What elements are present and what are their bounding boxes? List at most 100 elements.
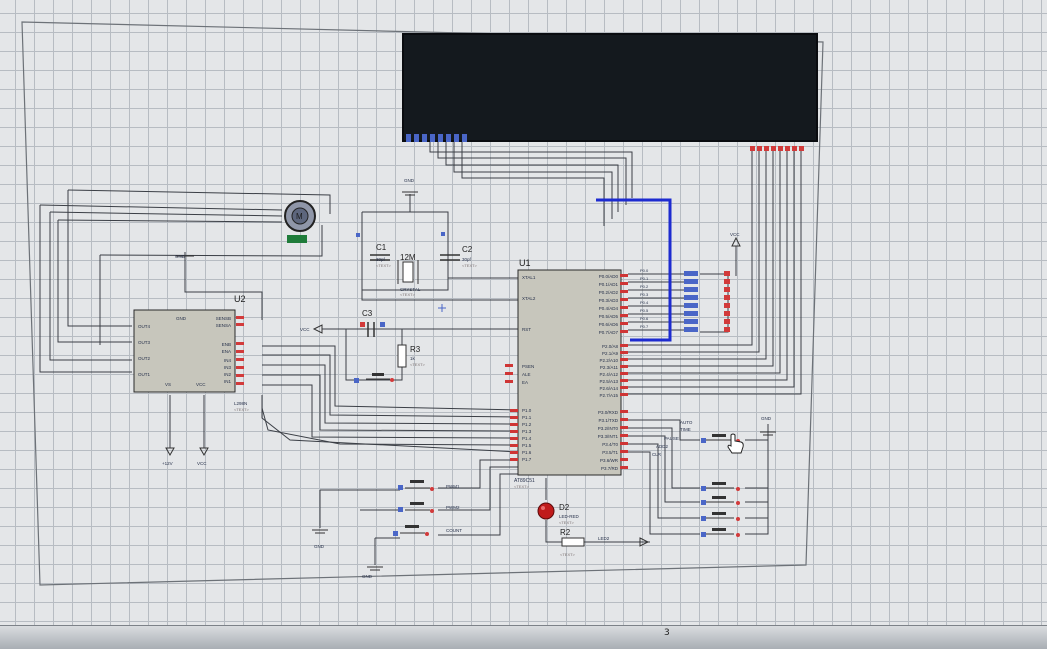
svg-text:ENB: ENB [222, 342, 231, 347]
svg-text:CLR: CLR [652, 452, 662, 457]
svg-text:C3: C3 [362, 309, 373, 318]
page-indicator: 3 [664, 628, 670, 638]
reset-button[interactable] [354, 373, 394, 383]
svg-text:GND: GND [175, 254, 186, 259]
svg-text:P2.7/A15: P2.7/A15 [599, 393, 618, 398]
dc-motor[interactable]: M [284, 200, 316, 243]
svg-text:IN4: IN4 [224, 358, 232, 363]
gnd-symbol-switches-1: GND [312, 529, 328, 549]
svg-text:PAUSE: PAUSE [664, 436, 679, 441]
svg-text:IN2: IN2 [224, 372, 232, 377]
svg-text:R3: R3 [410, 345, 421, 354]
svg-text:ALE: ALE [522, 372, 531, 377]
svg-text:XTAL1: XTAL1 [522, 275, 536, 280]
gnd-symbol-u2: GND [175, 254, 194, 259]
crosshair-marker [438, 304, 446, 312]
svg-text:SENSA: SENSA [216, 323, 231, 328]
svg-text:LED-RED: LED-RED [559, 514, 580, 519]
svg-text:VCC: VCC [300, 327, 310, 332]
gnd-symbol-switches-2: GND [362, 566, 383, 579]
u2-part: L298N [234, 401, 247, 406]
key-time[interactable]: TIME [680, 427, 740, 491]
svg-text:EA: EA [522, 380, 528, 385]
svg-text:P3.3/INT1: P3.3/INT1 [598, 434, 619, 439]
svg-text:P0.3: P0.3 [640, 292, 649, 297]
svg-text:P0.7/AD7: P0.7/AD7 [599, 330, 619, 335]
svg-text:<TEXT>: <TEXT> [559, 520, 575, 525]
resistor-r2[interactable]: R2 <TEXT> LED2 [560, 528, 650, 557]
svg-text:P0.6: P0.6 [640, 316, 649, 321]
switch-pwm1[interactable]: PWM1 [398, 480, 460, 491]
crystal-part: CRYSTAL [400, 287, 421, 292]
svg-text:OUT4: OUT4 [138, 324, 150, 329]
selected-wire[interactable] [596, 198, 672, 342]
svg-text:<TEXT>: <TEXT> [400, 292, 416, 297]
crystal-oscillator[interactable]: 12M CRYSTAL <TEXT> [397, 253, 421, 297]
svg-text:P2.6/A14: P2.6/A14 [599, 386, 618, 391]
svg-text:R2: R2 [560, 528, 571, 537]
svg-text:P1.2: P1.2 [522, 422, 532, 427]
gnd-symbol-crystal: GND [402, 178, 418, 196]
svg-text:XTAL2: XTAL2 [522, 296, 536, 301]
svg-text:P0.5/AD5: P0.5/AD5 [599, 314, 619, 319]
key-add2[interactable]: ADD2 [656, 444, 740, 521]
u2-ref: U2 [234, 294, 246, 304]
svg-text:P3.6/WR: P3.6/WR [600, 458, 619, 463]
svg-text:TIME: TIME [680, 427, 691, 432]
svg-text:P1.5: P1.5 [522, 443, 532, 448]
svg-text:P3.7/RD: P3.7/RD [601, 466, 619, 471]
svg-text:P1.4: P1.4 [522, 436, 532, 441]
svg-text:GND: GND [761, 416, 772, 421]
svg-text:P3.2/INT0: P3.2/INT0 [598, 426, 619, 431]
svg-text:30pf: 30pf [462, 257, 472, 262]
u1-microcontroller[interactable]: U1 AT89C51 <TEXT> XTAL1 XTAL2 RST PSEN A… [505, 258, 628, 489]
svg-text:<TEXT>: <TEXT> [462, 263, 478, 268]
capacitor-c2[interactable]: C2 30pf <TEXT> [440, 232, 478, 268]
svg-text:<TEXT>: <TEXT> [410, 362, 426, 367]
svg-text:P0.4/AD4: P0.4/AD4 [599, 306, 619, 311]
svg-text:P0.0: P0.0 [640, 268, 649, 273]
switch-count[interactable]: COUNT [393, 525, 462, 536]
svg-text:ENA: ENA [222, 349, 231, 354]
resistor-r3[interactable]: R3 1k <TEXT> [397, 344, 426, 368]
u2-motor-driver[interactable]: U2 L298N <TEXT> GND VS VCC OUT4 OUT3 OUT… [133, 294, 250, 412]
svg-text:ADD2: ADD2 [656, 444, 669, 449]
lcd-display[interactable] [402, 33, 818, 151]
schematic-canvas[interactable]: U1 AT89C51 <TEXT> XTAL1 XTAL2 RST PSEN A… [0, 0, 1047, 625]
switch-pwm2[interactable]: PWM2 [398, 502, 460, 513]
svg-text:P1.7: P1.7 [522, 457, 532, 462]
led-d2[interactable]: D2 LED-RED <TEXT> [537, 502, 580, 525]
svg-text:AUTO: AUTO [680, 420, 693, 425]
svg-text:<TEXT>: <TEXT> [560, 552, 576, 557]
svg-text:VS: VS [165, 382, 171, 387]
svg-text:P0.0/AD0: P0.0/AD0 [599, 274, 619, 279]
u1-ref: U1 [519, 258, 531, 268]
svg-text:<TEXT>: <TEXT> [376, 263, 392, 268]
key-pause[interactable]: PAUSE [664, 436, 740, 505]
svg-text:P3.5/T1: P3.5/T1 [602, 450, 618, 455]
svg-text:P1.3: P1.3 [522, 429, 532, 434]
svg-text:P0.7: P0.7 [640, 324, 649, 329]
svg-text:P0.3/AD3: P0.3/AD3 [599, 298, 619, 303]
svg-text:COUNT: COUNT [446, 528, 462, 533]
svg-text:P0.5: P0.5 [640, 308, 649, 313]
svg-text:30pf: 30pf [376, 257, 386, 262]
svg-text:1k: 1k [410, 356, 416, 361]
schematic-workspace[interactable]: U1 AT89C51 <TEXT> XTAL1 XTAL2 RST PSEN A… [0, 0, 1047, 625]
svg-text:LED2: LED2 [598, 536, 610, 541]
svg-text:IN1: IN1 [224, 379, 232, 384]
svg-text:P2.4/A12: P2.4/A12 [599, 372, 618, 377]
svg-text:+12V: +12V [162, 461, 173, 466]
gnd-symbol-keys: GND [760, 416, 776, 436]
key-clr[interactable]: CLR [652, 452, 740, 537]
svg-text:OUT1: OUT1 [138, 372, 150, 377]
svg-text:P3.1/TXD: P3.1/TXD [598, 418, 618, 423]
capacitor-c3[interactable]: C3 [360, 309, 385, 337]
svg-text:P2.3/A11: P2.3/A11 [600, 365, 619, 370]
capacitor-c1[interactable]: C1 30pf <TEXT> [356, 233, 392, 268]
svg-text:OUT2: OUT2 [138, 356, 150, 361]
resistor-pack[interactable]: P0.0 P0.1 P0.2 P0.3 P0.4 P0.5 P0.6 P0.7 … [640, 232, 741, 332]
svg-text:C2: C2 [462, 245, 473, 254]
svg-text:GND: GND [314, 544, 325, 549]
svg-text:VCC: VCC [197, 461, 207, 466]
